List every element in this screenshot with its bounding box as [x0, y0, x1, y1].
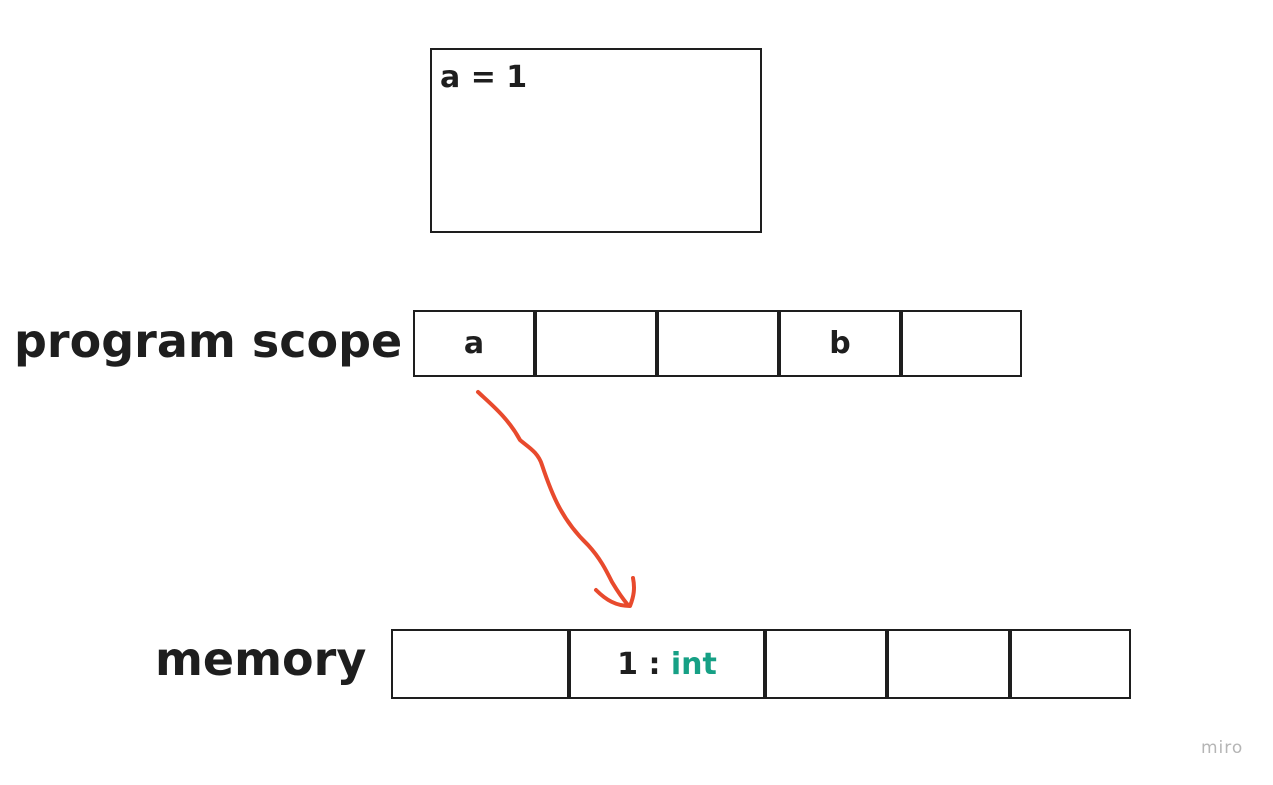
miro-watermark: miro: [1201, 738, 1244, 758]
memory-cell-3: [887, 629, 1010, 699]
memory-cell-1: 1 : int: [569, 629, 765, 699]
code-statement: a = 1: [440, 60, 528, 95]
scope-cell-3: b: [779, 310, 901, 377]
scope-cell-1: [535, 310, 657, 377]
scope-cell-2: [657, 310, 779, 377]
scope-cell-0: a: [413, 310, 535, 377]
memory-label: memory: [155, 632, 367, 686]
reference-arrow-line: [476, 390, 630, 607]
reference-arrow-head: [594, 576, 636, 608]
memory-cell-0: [391, 629, 569, 699]
memory-cell-1-type: int: [670, 646, 717, 682]
memory-cell-1-value: 1 :: [617, 646, 671, 682]
program-scope-label: program scope: [14, 314, 403, 368]
scope-cell-4: [901, 310, 1022, 377]
memory-cell-2: [765, 629, 887, 699]
memory-cell-4: [1010, 629, 1131, 699]
code-box: a = 1: [430, 48, 762, 233]
